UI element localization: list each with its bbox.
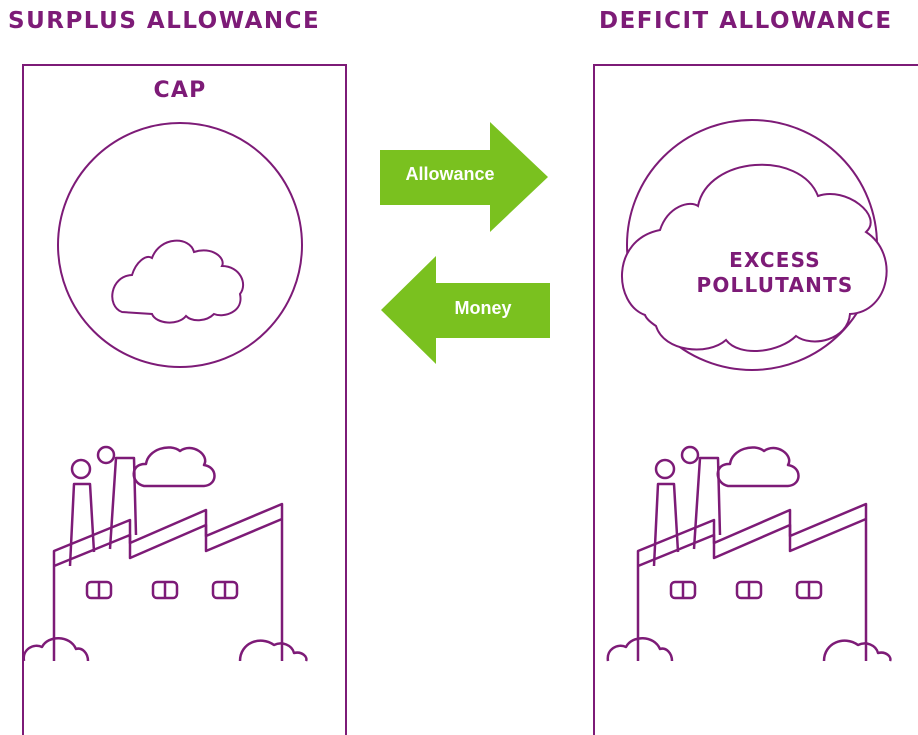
- excess-pollutants-label: EXCESS POLLUTANTS: [696, 248, 854, 297]
- right-factory-icon: [606, 445, 892, 663]
- left-panel-frame: [22, 64, 347, 735]
- right-panel-frame: [593, 64, 918, 735]
- cap-circle: [57, 122, 303, 368]
- small-emission-cloud-icon: [111, 239, 245, 324]
- deficit-allowance-heading: DEFICIT ALLOWANCE: [599, 8, 893, 34]
- cap-label: CAP: [153, 78, 207, 103]
- money-arrow-label: Money: [454, 298, 512, 318]
- left-factory-icon: [22, 445, 308, 663]
- allowance-arrow-icon: [380, 122, 548, 232]
- money-arrow-icon: [381, 256, 550, 364]
- surplus-allowance-heading: SURPLUS ALLOWANCE: [8, 8, 321, 34]
- excess-pollutants-cloud-icon: [620, 163, 888, 352]
- allowance-arrow-label: Allowance: [405, 164, 495, 184]
